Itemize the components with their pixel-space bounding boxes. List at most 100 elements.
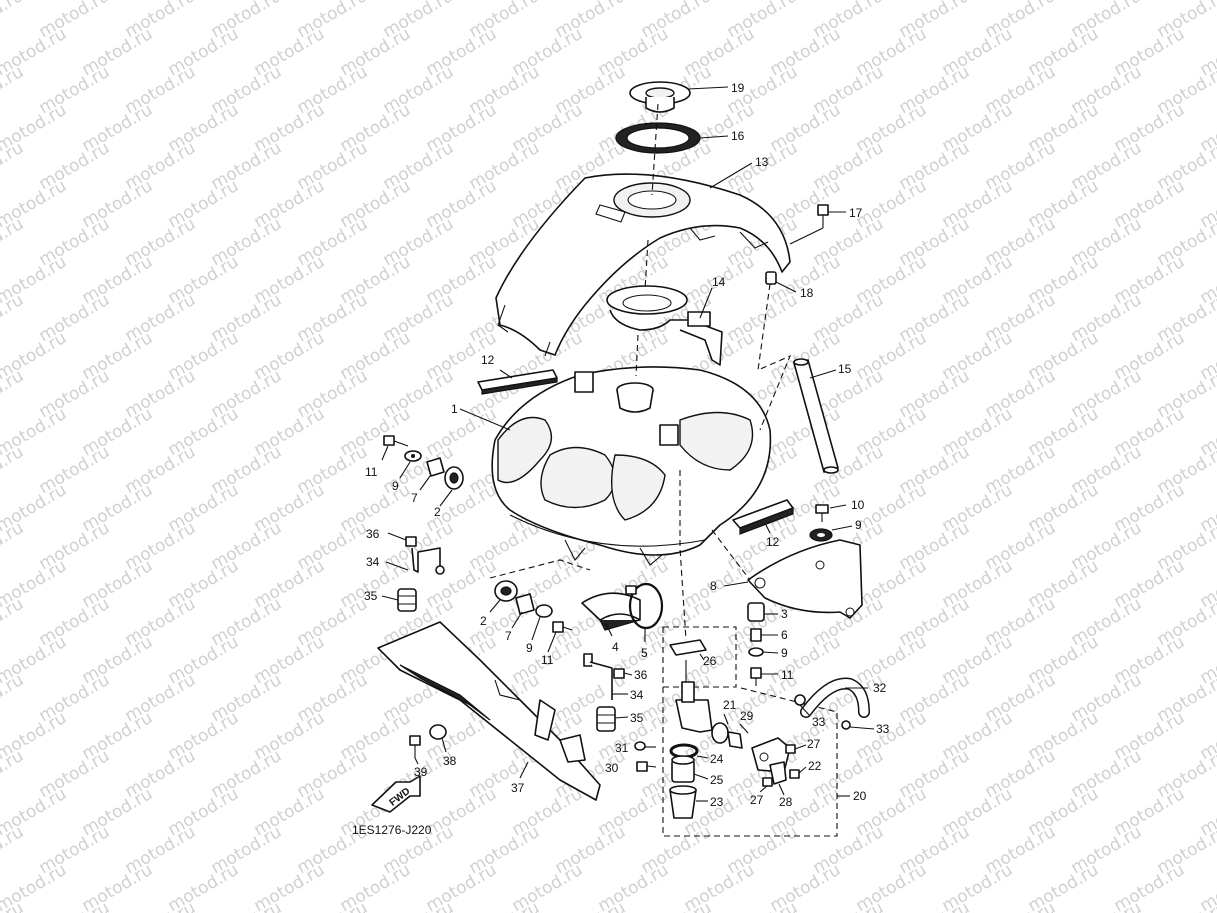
part-cap-ring xyxy=(615,122,701,154)
watermark-text: motod.ru xyxy=(0,214,27,270)
part-strainer-23 xyxy=(669,785,697,819)
watermark-text: motod.ru xyxy=(0,442,27,498)
watermark-text: motod.ru xyxy=(896,898,974,913)
part-screw-27b xyxy=(762,777,773,787)
part-collar-7b xyxy=(515,593,535,615)
callout-11-mount: 11 xyxy=(781,668,794,682)
callout-3: 3 xyxy=(781,607,788,621)
callout-29: 29 xyxy=(740,709,754,723)
leader-lines xyxy=(381,86,875,802)
part-collar-6 xyxy=(750,628,762,642)
callout-8: 8 xyxy=(710,579,717,593)
part-tube-15 xyxy=(793,358,839,474)
part-clamp-5 xyxy=(625,582,664,630)
callout-28: 28 xyxy=(779,795,793,809)
watermark-text: motod.ru xyxy=(0,594,27,650)
callout-32: 32 xyxy=(873,681,887,695)
callout-7-upper: 7 xyxy=(411,491,418,505)
part-clip-33b xyxy=(841,720,851,730)
watermark-text: motod.ru xyxy=(0,290,27,346)
watermark-text: motod.ru xyxy=(208,898,286,913)
callout-17: 17 xyxy=(849,206,863,220)
callout-36-left: 36 xyxy=(366,527,380,541)
part-grommet-18 xyxy=(765,271,777,285)
callout-14: 14 xyxy=(712,275,726,289)
callout-34-left: 34 xyxy=(366,555,380,569)
callout-12-lower: 12 xyxy=(766,535,780,549)
part-screw-22 xyxy=(789,769,800,779)
callout-27-upper: 27 xyxy=(807,737,821,751)
watermark-text: motod.ru xyxy=(1197,0,1217,4)
watermark-text: motod.ru xyxy=(294,898,372,913)
part-pad-4 xyxy=(581,592,641,631)
part-bolt-11b xyxy=(552,621,573,633)
watermark-text: motod.ru xyxy=(36,898,114,913)
part-washer-9c xyxy=(748,647,764,657)
callout-2-lower: 2 xyxy=(480,614,487,628)
watermark-text: motod.ru xyxy=(466,898,544,913)
callout-35-left: 35 xyxy=(364,589,378,603)
part-bolt-36a xyxy=(405,536,417,547)
part-grommet-38 xyxy=(429,724,447,740)
part-damper-2b xyxy=(494,580,518,602)
callout-35-center: 35 xyxy=(630,711,644,725)
callout-2-upper: 2 xyxy=(434,505,441,519)
part-strip-12b xyxy=(732,499,794,535)
callout-labels: 19 16 13 17 14 18 15 12 1 11 9 7 2 10 9 … xyxy=(364,81,890,809)
part-collar-7a xyxy=(426,457,445,477)
part-filter-25 xyxy=(671,755,695,783)
diagram-code: 1ES1276-J220 xyxy=(352,823,432,837)
watermark-text: motod.ru xyxy=(0,62,27,118)
callout-7-lower: 7 xyxy=(505,629,512,643)
part-washer-9a xyxy=(404,450,422,462)
part-fuel-cap xyxy=(629,81,691,113)
watermark-text: motod.ru xyxy=(810,898,888,913)
callout-9-mount: 9 xyxy=(781,646,788,660)
part-screw-31 xyxy=(634,741,646,751)
part-washer-9b xyxy=(809,528,833,542)
part-gasket-26 xyxy=(669,639,707,656)
part-filler-neck xyxy=(606,285,723,366)
part-damper-3 xyxy=(747,602,765,622)
fwd-arrow-icon xyxy=(371,775,421,813)
callout-37: 37 xyxy=(511,781,525,795)
callout-39: 39 xyxy=(414,765,428,779)
watermark-text: motod.ru xyxy=(552,898,630,913)
part-hook-34a xyxy=(411,547,445,575)
part-bolt-36b xyxy=(613,668,625,679)
part-screw-30 xyxy=(636,761,648,772)
watermark-text: motod.ru xyxy=(0,746,27,802)
callout-11-upper: 11 xyxy=(365,465,378,479)
part-washer-9d xyxy=(535,604,553,618)
watermark-text: motod.ru xyxy=(0,366,27,422)
callout-36-center: 36 xyxy=(634,668,648,682)
callout-12-upper: 12 xyxy=(481,353,495,367)
callout-6: 6 xyxy=(781,628,788,642)
callout-23: 23 xyxy=(710,795,724,809)
callout-26: 26 xyxy=(703,654,717,668)
part-damper-35b xyxy=(596,706,616,732)
callout-31: 31 xyxy=(615,741,629,755)
callout-30: 30 xyxy=(605,761,619,775)
watermark-text: motod.ru xyxy=(122,898,200,913)
callout-4: 4 xyxy=(612,640,619,654)
part-bolt-10 xyxy=(815,504,829,522)
watermark-text: motod.ru xyxy=(638,898,716,913)
callout-34-center: 34 xyxy=(630,688,644,702)
part-bolt-17 xyxy=(817,204,829,228)
part-damper-35a xyxy=(397,588,417,612)
watermark-text: motod.ru xyxy=(0,518,27,574)
watermark-text: motod.ru xyxy=(982,898,1060,913)
watermark-text: motod.ru xyxy=(0,822,27,878)
watermark-text: motod.ru xyxy=(0,670,27,726)
callout-24: 24 xyxy=(710,752,724,766)
part-tank-cover xyxy=(495,173,791,357)
part-side-cover-37 xyxy=(377,621,601,801)
callout-16: 16 xyxy=(731,129,745,143)
callout-11-lower: 11 xyxy=(541,653,554,667)
watermark-text: motod.ru xyxy=(724,898,802,913)
part-bolt-11c xyxy=(750,667,762,686)
watermark-text: motod.ru xyxy=(1068,898,1146,913)
watermark-text: motod.ru xyxy=(0,138,27,194)
callout-9-right: 9 xyxy=(855,518,862,532)
